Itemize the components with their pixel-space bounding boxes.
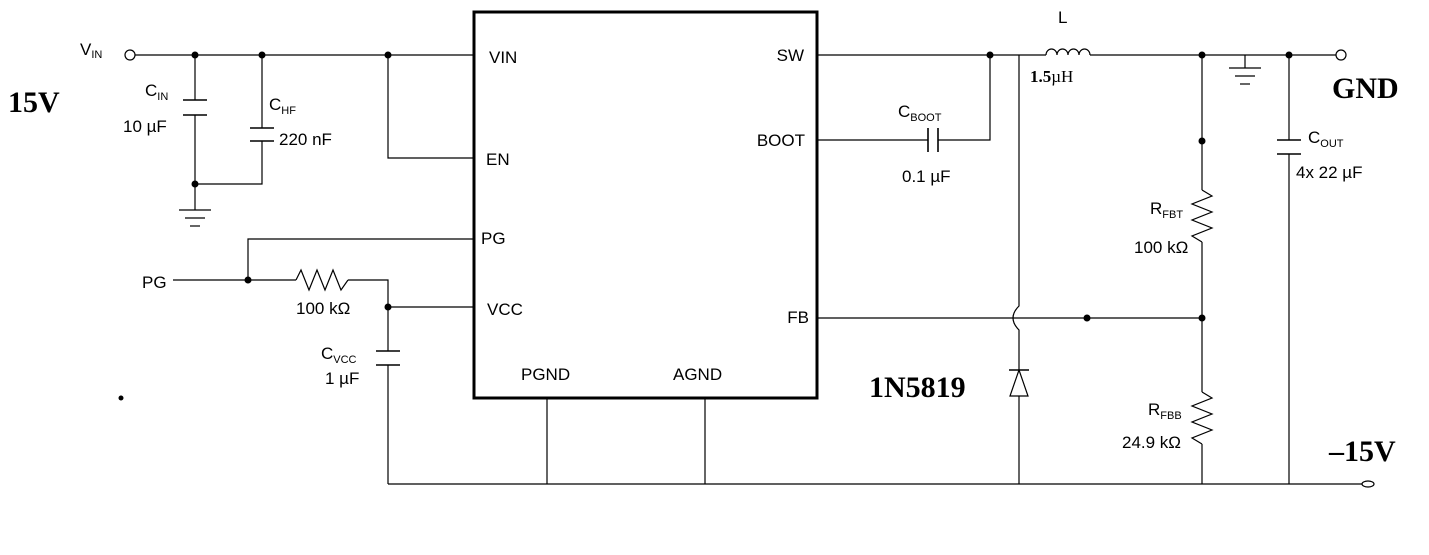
vin-terminal — [124, 49, 136, 61]
cout-value: 4x 22 µF — [1296, 163, 1363, 182]
schottky-diode — [1009, 368, 1029, 484]
ic-body — [472, 10, 819, 400]
stray-dot — [118, 395, 124, 401]
vin-node-label: VIN — [80, 40, 102, 61]
pin-pgnd-label: PGND — [521, 365, 570, 384]
pin-pg-label: PG — [481, 229, 506, 248]
pg-pullup-resistor — [295, 268, 349, 292]
pin-vcc-label: VCC — [487, 300, 523, 319]
cboot-label: CBOOT — [898, 102, 942, 124]
rfbt-resistor — [1190, 189, 1214, 243]
rfbt-label: RFBT — [1150, 199, 1183, 221]
pin-agnd-label: AGND — [673, 365, 722, 384]
chf-label: CHF — [269, 95, 296, 117]
pin-boot-label: BOOT — [757, 131, 805, 150]
pg-resistor-wire — [348, 279, 389, 307]
chf-value: 220 nF — [279, 130, 332, 149]
gnd-out-terminal — [1335, 49, 1347, 61]
pin-en-label: EN — [486, 150, 510, 169]
junction-dot — [1083, 314, 1091, 322]
rfbb-resistor — [1190, 391, 1214, 445]
sw-diode-wire — [1012, 55, 1020, 370]
pin-vin-label: VIN — [489, 48, 517, 67]
ground-symbol-output — [1229, 55, 1261, 85]
rfbt-value: 100 kΩ — [1134, 238, 1188, 257]
junction-dot — [1198, 137, 1206, 145]
inductor-label: L — [1058, 8, 1067, 27]
input-voltage-label: 15V — [8, 86, 60, 119]
neg-out-label: –15V — [1328, 435, 1396, 468]
pg-pin-wire — [247, 238, 474, 280]
inductor-value: 1.5µH — [1030, 67, 1073, 86]
cboot-wire — [938, 55, 991, 141]
cout-label: COUT — [1308, 128, 1344, 150]
pin-fb-label: FB — [787, 308, 809, 327]
chf-wire-bottom — [195, 141, 263, 185]
cin-value: 10 µF — [123, 117, 167, 136]
cvcc-value: 1 µF — [325, 369, 359, 388]
en-wire — [387, 55, 474, 159]
cin-label: CIN — [145, 81, 168, 103]
ground-symbol-input — [179, 209, 211, 227]
junction-dot — [191, 180, 199, 188]
pg-node-label: PG — [142, 273, 167, 292]
rfbb-value: 24.9 kΩ — [1122, 433, 1181, 452]
cboot-value: 0.1 µF — [902, 167, 951, 186]
gnd-out-label: GND — [1332, 72, 1399, 105]
inductor — [1045, 48, 1091, 56]
junction-dot — [1198, 314, 1206, 322]
rfbb-label: RFBB — [1148, 400, 1182, 422]
pg-resistor-value: 100 kΩ — [296, 299, 350, 318]
cvcc-label: CVCC — [321, 344, 357, 366]
neg-out-terminal — [1361, 480, 1375, 488]
diode-part-label: 1N5819 — [869, 371, 966, 404]
pin-sw-label: SW — [777, 46, 804, 65]
